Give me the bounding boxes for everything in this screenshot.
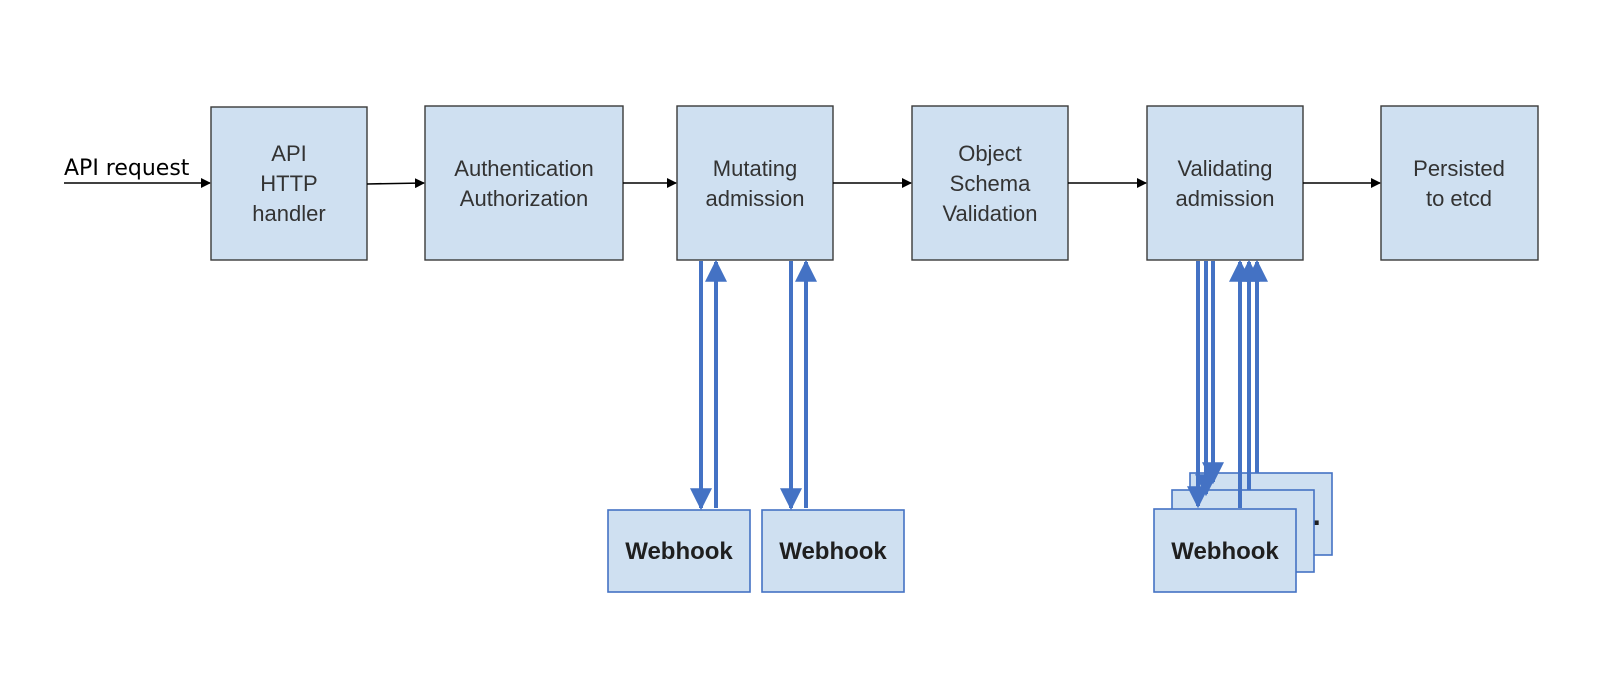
webhook-label: Webhook bbox=[1171, 538, 1279, 565]
stage-line: HTTP bbox=[260, 171, 317, 196]
validating-webhook-stack: . Webhook bbox=[1153, 472, 1333, 593]
stage-line: Persisted bbox=[1413, 156, 1505, 181]
stage-mutating-admission: Mutating admission bbox=[676, 105, 834, 261]
stage-api-http-handler: API HTTP handler bbox=[210, 106, 368, 261]
webhook-label: Webhook bbox=[779, 538, 887, 565]
stage-line: Object bbox=[958, 141, 1022, 166]
stage-line: to etcd bbox=[1426, 186, 1492, 211]
stage-authentication-authorization: Authentication Authorization bbox=[424, 105, 624, 261]
mutating-webhook-2: Webhook bbox=[761, 509, 905, 593]
stage-line: admission bbox=[1175, 186, 1274, 211]
stage-object-schema-validation: Object Schema Validation bbox=[911, 105, 1069, 261]
stage-line: Authentication bbox=[454, 156, 593, 181]
stage-line: Schema bbox=[950, 171, 1031, 196]
stage-persisted-to-etcd: Persisted to etcd bbox=[1380, 105, 1539, 261]
stage-line: Authorization bbox=[460, 186, 588, 211]
stage-line: Validation bbox=[943, 201, 1038, 226]
stage-line: admission bbox=[705, 186, 804, 211]
stage-line: handler bbox=[252, 201, 325, 226]
webhook-stack-front bbox=[1153, 508, 1297, 593]
stage-line: Mutating bbox=[713, 156, 797, 181]
webhook-stack-back-glyph: . bbox=[1312, 503, 1321, 531]
webhook-label: Webhook bbox=[625, 538, 733, 565]
stage-line: Validating bbox=[1178, 156, 1273, 181]
api-request-label: API request bbox=[64, 156, 190, 181]
flow-arrow bbox=[366, 178, 425, 189]
mutating-webhook-1: Webhook bbox=[607, 509, 751, 593]
stage-line: API bbox=[271, 141, 306, 166]
stage-validating-admission: Validating admission bbox=[1146, 105, 1304, 261]
